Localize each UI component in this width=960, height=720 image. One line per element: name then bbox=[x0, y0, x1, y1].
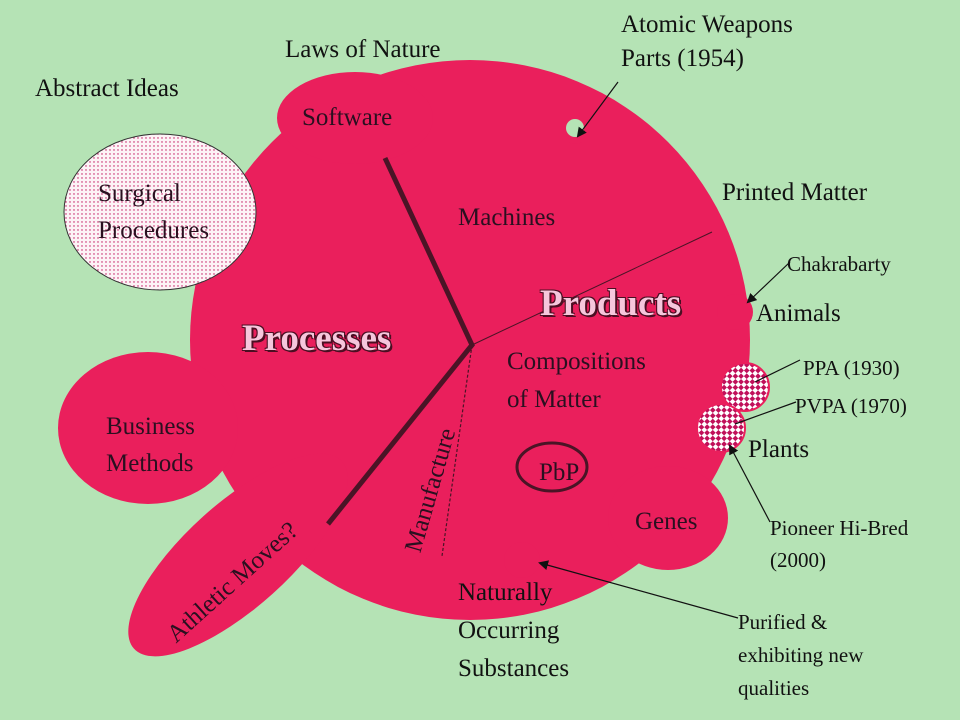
products-category-label: Products bbox=[540, 283, 682, 324]
ppa-checker-circle bbox=[720, 362, 770, 412]
plants-label: Plants bbox=[748, 436, 810, 463]
abstract-ideas-label: Abstract Ideas bbox=[35, 75, 179, 102]
business-methods-label-line1: Business bbox=[106, 413, 195, 440]
software-lobe bbox=[277, 72, 433, 164]
processes-category-label: Processes bbox=[242, 318, 392, 359]
purified-label-line2: exhibiting new bbox=[738, 643, 864, 667]
genes-label: Genes bbox=[635, 508, 698, 535]
pvpa-pointer bbox=[734, 401, 797, 425]
purified-arrow bbox=[538, 560, 739, 619]
pvpa-checker-circle bbox=[696, 403, 746, 453]
pvpa-label: PVPA (1970) bbox=[795, 394, 907, 418]
pioneer-label-line2: (2000) bbox=[770, 548, 826, 572]
atomic-weapons-label-line2: Parts (1954) bbox=[621, 45, 744, 72]
pbp-label: PbP bbox=[539, 459, 580, 486]
naturally-occurring-bump bbox=[504, 542, 540, 578]
animals-label: Animals bbox=[756, 300, 841, 327]
laws-of-nature-label: Laws of Nature bbox=[285, 36, 441, 63]
compositions-label-line1: Compositions bbox=[507, 348, 646, 375]
chakrabarty-arrow bbox=[746, 261, 791, 304]
atomic-weapons-notch bbox=[566, 119, 584, 137]
business-methods-lobe bbox=[58, 352, 238, 504]
compositions-label-line2: of Matter bbox=[507, 386, 601, 413]
business-methods-label-line2: Methods bbox=[106, 450, 194, 477]
surgical-procedures-label-line2: Procedures bbox=[98, 217, 210, 244]
pbp-ellipse bbox=[515, 441, 589, 493]
atomic-weapons-label-line1: Atomic Weapons bbox=[621, 11, 793, 38]
naturally-occurring-label-line1: Naturally bbox=[458, 579, 553, 606]
chakrabarty-label: Chakrabarty bbox=[787, 252, 891, 276]
surgical-procedures-label-line1: Surgical bbox=[98, 180, 181, 207]
manufacture-divider bbox=[441, 344, 473, 557]
machines-label: Machines bbox=[458, 204, 556, 231]
athletic-moves-lobe bbox=[128, 453, 348, 657]
ppa-label: PPA (1930) bbox=[803, 356, 900, 380]
software-label: Software bbox=[302, 104, 393, 131]
printed-matter-label: Printed Matter bbox=[722, 179, 868, 206]
surgical-procedures-ellipse bbox=[63, 133, 257, 291]
purified-label-line1: Purified & bbox=[738, 610, 828, 634]
machines-compositions-divider bbox=[471, 231, 713, 346]
purified-label-line3: qualities bbox=[738, 676, 810, 700]
ppa-pointer bbox=[754, 359, 801, 383]
animals-bump bbox=[717, 294, 753, 330]
naturally-occurring-label-line3: Substances bbox=[458, 655, 570, 682]
naturally-occurring-label-line2: Occurring bbox=[458, 617, 560, 644]
genes-lobe bbox=[608, 466, 728, 570]
pioneer-label-line1: Pioneer Hi-Bred bbox=[770, 516, 909, 540]
pioneer-arrow bbox=[729, 444, 771, 523]
atomic-weapons-arrow bbox=[576, 81, 619, 138]
